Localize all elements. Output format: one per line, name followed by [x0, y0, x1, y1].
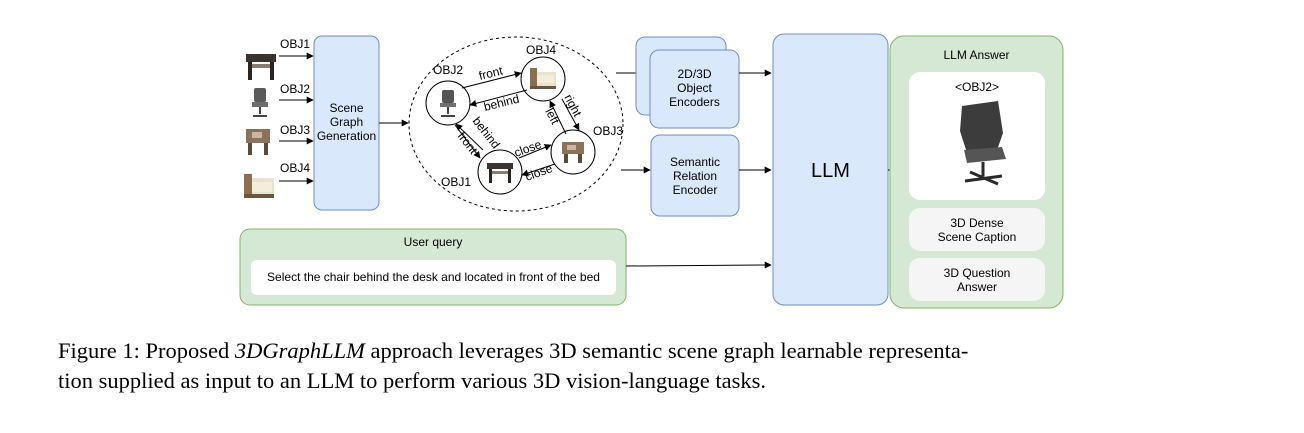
- bed-node-icon: [530, 68, 556, 89]
- relation-encoder-line3: Encoder: [673, 183, 718, 197]
- graph-label-obj3: OBJ3: [593, 124, 623, 138]
- bed-thumbnail-icon: [244, 174, 274, 198]
- input-label-obj4: OBJ4: [280, 161, 310, 175]
- user-query-text: Select the chair behind the desk and loc…: [267, 270, 600, 284]
- task-dense-caption-line1: 3D Dense: [950, 216, 1004, 230]
- scene-graph-region: [408, 36, 624, 212]
- input-label-obj1: OBJ1: [280, 37, 310, 51]
- object-encoders-line3: Encoders: [669, 95, 720, 109]
- object-encoders-box: [649, 49, 740, 129]
- scene-graph-generation-line1: Scene: [329, 101, 363, 115]
- scene-graph-generation-line2: Graph: [330, 115, 363, 129]
- user-query-title: User query: [404, 235, 463, 249]
- task-dense-caption-line2: Scene Caption: [938, 230, 1017, 244]
- object-encoders-line2: Object: [677, 81, 712, 95]
- input-label-obj2: OBJ2: [280, 82, 310, 96]
- chair-thumbnail-icon: [252, 88, 268, 117]
- answer-object-label: <OBJ2>: [955, 80, 999, 94]
- caption-method-name: 3DGraphLLM: [234, 338, 365, 363]
- object-encoders-line1: 2D/3D: [677, 67, 711, 81]
- task-qa-line1: 3D Question: [944, 266, 1011, 280]
- relation-encoder-line2: Relation: [673, 169, 717, 183]
- desk-node-icon: [487, 163, 513, 183]
- user-query-text-box: [251, 260, 616, 295]
- llm-answer-title: LLM Answer: [943, 48, 1009, 62]
- caption-line2: tion supplied as input to an LLM to perf…: [58, 368, 767, 393]
- query-to-llm-arrow: [625, 261, 772, 269]
- scene-graph-generation-line3: Generation: [317, 129, 376, 143]
- graph-label-obj2: OBJ2: [433, 63, 463, 77]
- chair-point-cloud-icon: [960, 101, 1006, 186]
- graph-label-obj1: OBJ1: [441, 175, 471, 189]
- caption-prefix: Figure 1: Proposed: [58, 338, 235, 363]
- side-table-node-icon: [562, 142, 584, 163]
- desk-thumbnail-icon: [246, 54, 276, 80]
- semantic-relation-encoder-box: [650, 134, 740, 217]
- task-qa-line2: Answer: [957, 280, 997, 294]
- chair-node-icon: [440, 90, 456, 117]
- figure-caption: Figure 1: Proposed 3DGraphLLM approach l…: [58, 336, 1258, 396]
- graph-edges: [454, 71, 580, 177]
- caption-line1-rest: approach leverages 3D semantic scene gra…: [364, 338, 969, 363]
- graph-label-obj4: OBJ4: [526, 43, 556, 57]
- edge-label-close: close: [512, 137, 543, 160]
- edge-label-behind: behind: [482, 92, 520, 114]
- edge-label-front: front: [477, 63, 504, 83]
- edge-label-close-2: close: [523, 161, 554, 184]
- edge-label-right: right: [561, 92, 585, 120]
- llm-label: LLM: [811, 160, 850, 182]
- relation-encoder-line1: Semantic: [670, 155, 720, 169]
- architecture-diagram: OBJ1 OBJ2 OBJ3 OBJ4 Scene Graph Generati…: [239, 33, 1064, 309]
- side-table-thumbnail-icon: [246, 129, 270, 155]
- input-label-obj3: OBJ3: [280, 123, 310, 137]
- input-arrows: [279, 52, 314, 185]
- task-dense-caption-box: [909, 208, 1045, 251]
- edge-label-front-2: front: [455, 129, 481, 157]
- edge-label-left: left: [542, 106, 562, 127]
- task-qa-box: [909, 258, 1045, 301]
